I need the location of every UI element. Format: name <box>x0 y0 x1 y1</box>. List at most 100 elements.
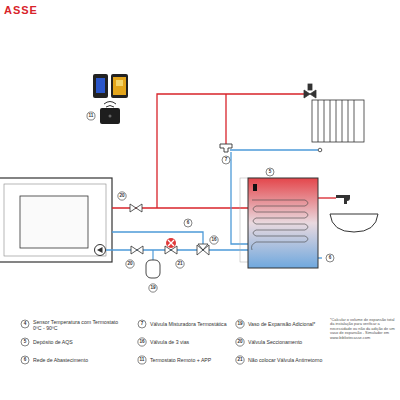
drawing-part <box>4 184 106 256</box>
drawing-part <box>111 74 128 98</box>
callout-number: 11 <box>140 358 145 363</box>
expansion-vessel <box>146 250 160 278</box>
callout-circle <box>149 284 157 292</box>
drawing-part <box>330 214 378 232</box>
callout-circle <box>236 356 244 364</box>
footnote: *Calcular o volume de expansão total da … <box>330 318 396 340</box>
thermostat-devices <box>93 74 128 124</box>
drawing-part <box>318 148 322 152</box>
callout-number: 5 <box>24 340 27 345</box>
drawing-part <box>252 200 309 250</box>
legend-text: Rede de Abastecimento <box>33 358 125 364</box>
drawing-part <box>20 196 88 248</box>
drawing-part <box>116 80 123 86</box>
callout-circle <box>21 338 29 346</box>
drawing-part <box>95 245 106 256</box>
callout-number: 7 <box>225 158 228 163</box>
drawing-part <box>130 204 142 212</box>
callout-circle <box>266 168 274 176</box>
drawing-part <box>336 195 350 204</box>
callout-number: 19 <box>237 322 242 327</box>
fireplace-insert <box>0 178 112 262</box>
callout-number: 21 <box>237 358 242 363</box>
tap-sink <box>330 195 378 232</box>
callout-number: 4 <box>24 322 27 327</box>
drawing-part <box>231 152 250 244</box>
legend-text: Termostato Remoto + APP <box>150 358 238 364</box>
callout-number: 16 <box>139 340 144 345</box>
drawing-part <box>146 260 160 278</box>
drawing-part <box>197 244 209 255</box>
drawing-part <box>106 249 252 250</box>
drawing-part <box>113 77 126 95</box>
drawing-part <box>97 247 103 253</box>
callout-number: 6 <box>329 256 332 261</box>
callout-circle <box>21 356 29 364</box>
drawing-part <box>318 257 322 258</box>
callout-circle <box>138 320 146 328</box>
callout-number: 6 <box>24 358 27 363</box>
callout-circles <box>21 112 334 364</box>
forbidden-check-valve <box>165 238 177 254</box>
legend-text: Válvula Misturadora Termostática <box>150 322 238 328</box>
callout-number: 11 <box>89 114 94 119</box>
drawing-part <box>168 240 174 246</box>
drawing-part <box>165 246 177 254</box>
drawing-part <box>225 94 226 146</box>
callout-circle <box>236 320 244 328</box>
drawing-part <box>104 102 116 108</box>
legend-text: Sensor Temperatura com Termostato 0ºC - … <box>33 320 125 332</box>
radiator <box>304 84 364 152</box>
drawing-part <box>131 246 143 254</box>
callout-circle <box>126 260 134 268</box>
drawing-part <box>109 115 112 118</box>
callout-number: 20 <box>119 194 124 199</box>
callout-circle <box>21 320 29 328</box>
callout-circle <box>210 236 218 244</box>
callout-circle <box>138 356 146 364</box>
drawing-part <box>93 74 108 98</box>
drawing-part <box>253 184 257 191</box>
drawing-part <box>152 250 153 260</box>
drawing-part <box>220 144 232 152</box>
drawing-part <box>312 100 364 142</box>
shutoff-valve <box>131 246 143 254</box>
callout-number: 20 <box>237 340 242 345</box>
drawing-part <box>318 100 354 142</box>
callout-number: 16 <box>211 238 216 243</box>
drawing-part <box>318 197 336 198</box>
drawing-part <box>100 108 120 124</box>
legend-text: Depósito de AQS <box>33 340 125 346</box>
drawing-part <box>166 238 176 248</box>
callout-circle <box>87 112 95 120</box>
legend-text: Não colocar Válvula Antirretorno <box>248 358 326 364</box>
three-way-valve <box>197 244 209 255</box>
drawing-part <box>0 178 112 262</box>
mixing-valve <box>220 144 232 152</box>
callout-circle <box>222 156 230 164</box>
drawing-part <box>96 78 105 93</box>
callout-circle <box>118 192 126 200</box>
callout-circle <box>138 338 146 346</box>
brand-logo: ASSE <box>4 4 38 16</box>
shutoff-valve <box>130 204 142 212</box>
legend-text: Vaso de Expansão Adicional* <box>248 322 326 328</box>
callout-number: 7 <box>141 322 144 327</box>
callout-circle <box>184 219 192 227</box>
callout-circle <box>326 254 334 262</box>
callout-number: 19 <box>150 286 155 291</box>
callout-number: 6 <box>187 221 190 226</box>
drawing-part <box>230 149 318 150</box>
legend-text: Válvula de 3 vias <box>150 340 238 346</box>
callout-circle <box>236 338 244 346</box>
drawing-part <box>112 232 203 245</box>
callout-number: 5 <box>269 170 272 175</box>
drawing-part <box>304 90 316 98</box>
legend-text: Válvula Seccionamento <box>248 340 326 346</box>
drawing-part <box>308 84 312 90</box>
callout-circle <box>176 260 184 268</box>
drawing-part <box>248 178 318 268</box>
callout-number: 20 <box>127 262 132 267</box>
callout-number: 21 <box>177 262 182 267</box>
dhw-tank <box>248 178 318 268</box>
